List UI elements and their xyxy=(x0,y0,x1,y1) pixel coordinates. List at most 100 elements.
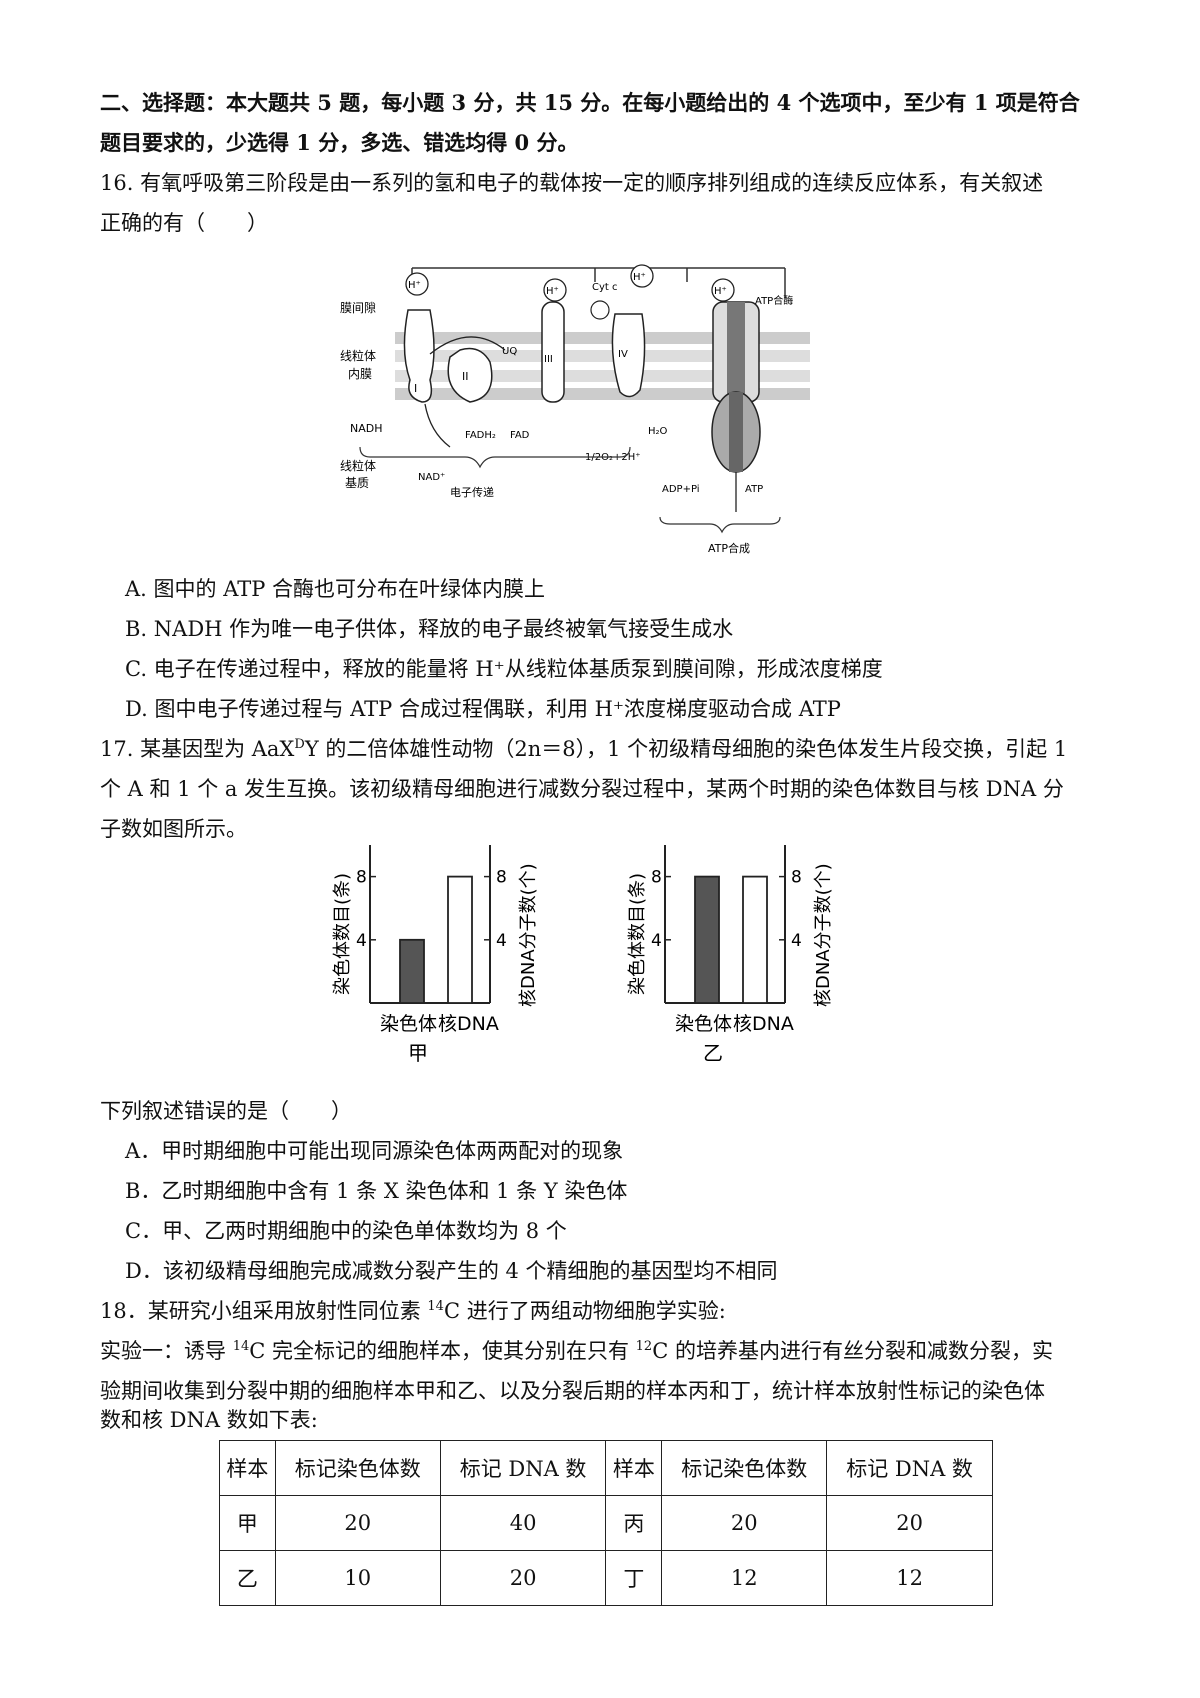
label-atp-synthase: ATP合酶 xyxy=(755,294,793,307)
label-complex-IV: IV xyxy=(618,349,628,360)
label-matrix-1: 线粒体 xyxy=(340,458,376,473)
category-label: 核DNA xyxy=(733,1013,794,1035)
table-cell: 丙 xyxy=(605,1495,663,1551)
bar-1 xyxy=(447,875,473,1004)
q18-stem-line4: 数和核 DNA 数如下表: xyxy=(100,1408,318,1432)
label-fadh2: FADH₂ xyxy=(465,430,496,441)
table-row: 乙 10 20 丁 12 12 xyxy=(219,1550,993,1606)
q17-stem-line2: 个 A 和 1 个 a 发生互换。该初级精母细胞进行减数分裂过程中，某两个时期的… xyxy=(100,777,1064,801)
q16-option-c: C. 电子在传递过程中，释放的能量将 H⁺从线粒体基质泵到膜间隙，形成浓度梯度 xyxy=(125,657,883,681)
table-cell: 20 xyxy=(274,1495,441,1551)
h-plus-circle-3 xyxy=(630,264,654,288)
y-axis-label-left: 染色体数目(条) xyxy=(332,873,353,995)
q16-stem-line2: 正确的有（ ） xyxy=(100,211,268,235)
q18-line2-a: 实验一：诱导 xyxy=(100,1339,233,1363)
complex-II xyxy=(447,347,493,403)
label-atp: ATP xyxy=(745,484,763,495)
q18-line2-sup1: 14 xyxy=(232,1339,250,1354)
tick-label-left: 4 xyxy=(356,931,367,951)
table-cell: 甲 xyxy=(219,1495,276,1551)
table-cell: 20 xyxy=(661,1495,828,1551)
q16-option-d: D. 图中电子传递过程与 ATP 合成过程偶联，利用 H⁺浓度梯度驱动合成 AT… xyxy=(125,697,841,721)
y-axis-label-right: 核DNA分子数(个) xyxy=(518,863,539,1007)
label-nad: NAD⁺ xyxy=(418,472,445,483)
tick-label-right: 8 xyxy=(496,868,507,888)
table-cell: 20 xyxy=(826,1495,993,1551)
q16-option-a: A. 图中的 ATP 合酶也可分布在叶绿体内膜上 xyxy=(125,577,546,601)
bar-0 xyxy=(399,938,425,1004)
table-row: 甲 20 40 丙 20 20 xyxy=(219,1495,993,1551)
q17-line1-post: Y 的二倍体雄性动物（2n＝8），1 个初级精母细胞的染色体发生片段交换，引起 … xyxy=(304,737,1068,761)
complex-III xyxy=(541,301,565,403)
q18-stem-line2: 实验一：诱导 14C 完全标记的细胞样本，使其分别在只有 12C 的培养基内进行… xyxy=(100,1336,1053,1366)
electron-transport-diagram: 膜间隙 线粒体 内膜 NADH 线粒体 基质 I H⁺ NAD⁺ II FADH… xyxy=(340,264,810,555)
tick-label-right: 4 xyxy=(791,931,802,951)
q17-option-b: B．乙时期细胞中含有 1 条 X 染色体和 1 条 Y 染色体 xyxy=(125,1179,628,1203)
label-complex-II: II xyxy=(462,370,469,383)
label-h-plus-3: H⁺ xyxy=(633,272,646,283)
label-inner-membrane-2: 内膜 xyxy=(348,367,372,381)
category-label: 染色体 xyxy=(380,1013,437,1035)
q18-line2-sup2: 12 xyxy=(635,1339,653,1354)
label-cytc: Cyt c xyxy=(592,282,618,293)
q18-line2-c: C 的培养基内进行有丝分裂和减数分裂，实 xyxy=(652,1339,1053,1363)
label-membrane-space: 膜间隙 xyxy=(340,301,376,315)
section-header-line1: 二、选择题：本大题共 5 题，每小题 3 分，共 15 分。在每小题给出的 4 … xyxy=(100,90,1080,115)
category-label: 染色体 xyxy=(675,1013,732,1035)
complex-I xyxy=(403,309,435,403)
h-plus-circle-2 xyxy=(543,278,567,302)
label-matrix-2: 基质 xyxy=(345,476,369,490)
label-fad: FAD xyxy=(510,430,530,441)
bar-0 xyxy=(694,875,720,1004)
table-cell: 10 xyxy=(274,1550,441,1606)
table-cell: 40 xyxy=(439,1495,607,1551)
h-plus-circle-4 xyxy=(711,278,735,302)
tick-label-right: 4 xyxy=(496,931,507,951)
tick-label-left: 8 xyxy=(356,868,367,888)
y-axis-label-right: 核DNA分子数(个) xyxy=(813,863,834,1007)
q17-line1-sup: D xyxy=(294,737,305,752)
q16-option-b: B. NADH 作为唯一电子供体，释放的电子最终被氧气接受生成水 xyxy=(125,617,734,641)
h-plus-circle-1 xyxy=(405,272,429,296)
label-complex-I: I xyxy=(414,382,417,395)
y-axis-label-left: 染色体数目(条) xyxy=(627,873,648,995)
q17-line1-pre: 17. 某基因型为 AaX xyxy=(100,737,295,761)
table-cell: 20 xyxy=(439,1550,607,1606)
label-inner-membrane-1: 线粒体 xyxy=(340,348,376,363)
table-header-cell: 标记染色体数 xyxy=(661,1440,828,1496)
chart-title: 乙 xyxy=(703,1041,723,1065)
q17-option-c: C．甲、乙两时期细胞中的染色单体数均为 8 个 xyxy=(125,1219,567,1243)
q18-line1-sup: 14 xyxy=(427,1299,444,1314)
label-h-plus-4: H⁺ xyxy=(714,286,727,297)
q17-question: 下列叙述错误的是（ ） xyxy=(100,1099,352,1123)
label-adp: ADP+Pi xyxy=(662,484,700,495)
q16-stem-line1: 16. 有氧呼吸第三阶段是由一系列的氢和电子的载体按一定的顺序排列组成的连续反应… xyxy=(100,171,1044,195)
q18-line1-pre: 18．某研究小组采用放射性同位素 xyxy=(100,1299,428,1323)
table-cell: 12 xyxy=(826,1550,993,1606)
q17-option-d: D．该初级精母细胞完成减数分裂产生的 4 个精细胞的基因型均不相同 xyxy=(125,1259,778,1283)
label-h2o: H₂O xyxy=(648,426,668,437)
tick-label-left: 8 xyxy=(651,868,662,888)
label-nadh: NADH xyxy=(350,422,383,435)
q18-line2-b: C 完全标记的细胞样本，使其分别在只有 xyxy=(249,1339,636,1363)
table-header-cell: 样本 xyxy=(605,1440,663,1496)
label-h-plus-2: H⁺ xyxy=(546,286,559,297)
label-atp-synthesis: ATP合成 xyxy=(708,541,750,555)
tick-label-right: 8 xyxy=(791,868,802,888)
table-header-cell: 样本 xyxy=(219,1440,276,1496)
membrane-outer-layer xyxy=(395,332,810,344)
bar-1 xyxy=(742,875,768,1004)
table-header-cell: 标记 DNA 数 xyxy=(439,1440,607,1496)
label-complex-III: III xyxy=(544,354,553,365)
label-electron-transfer: 电子传递 xyxy=(450,485,494,499)
membrane-inner-layer xyxy=(395,388,810,400)
cytc-circle xyxy=(590,300,610,320)
complex-IV xyxy=(611,313,646,398)
q17-option-a: A．甲时期细胞中可能出现同源染色体两两配对的现象 xyxy=(125,1139,624,1163)
q17-stem-line1: 17. 某基因型为 AaXDY 的二倍体雄性动物（2n＝8），1 个初级精母细胞… xyxy=(100,734,1067,764)
table-header-cell: 标记染色体数 xyxy=(274,1440,441,1496)
table-cell: 12 xyxy=(661,1550,828,1606)
q18-stem-line3: 验期间收集到分裂中期的细胞样本甲和乙、以及分裂后期的样本丙和丁，统计样本放射性标… xyxy=(100,1379,1045,1403)
